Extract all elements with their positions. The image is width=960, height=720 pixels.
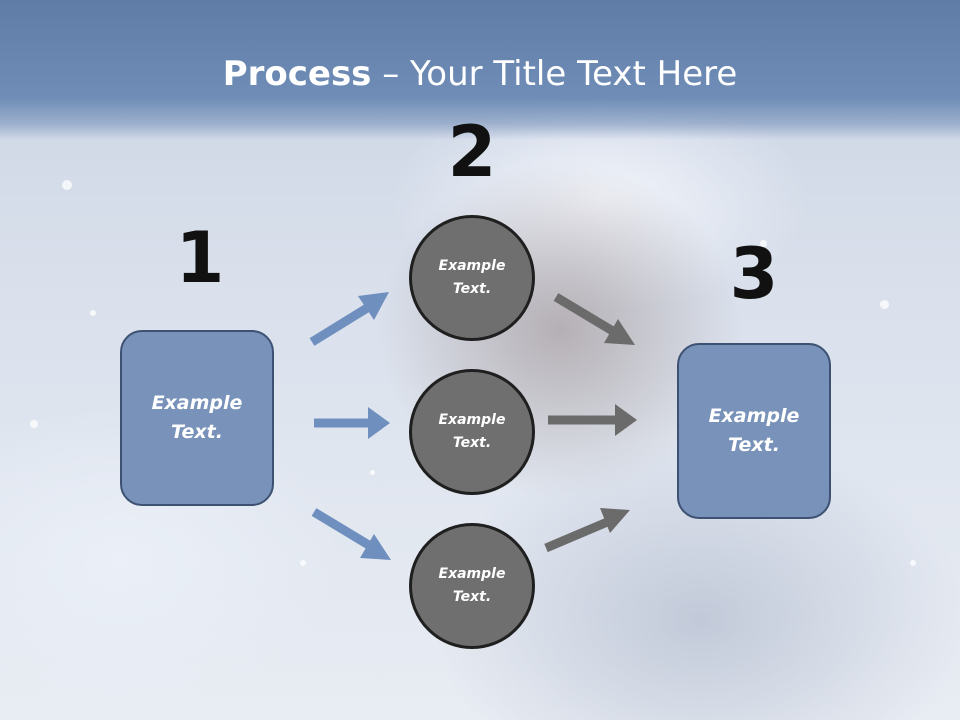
snowflake [90,310,96,316]
blue-arrow-down [311,508,391,560]
slide-title: Process – Your Title Text Here [0,52,960,96]
circle-bottom-line2: Text. [452,589,492,605]
circle-top-line1: Example [438,258,506,274]
process-circle-middle: Example Text. [409,369,535,495]
right-box-line1: Example [708,405,800,427]
circle-middle-line2: Text. [452,435,492,451]
snowflake [910,560,916,566]
title-rest-part: – Your Title Text Here [371,54,738,94]
title-bold-part: Process [222,54,372,94]
snowflake [370,470,375,475]
process-circle-top: Example Text. [409,215,535,341]
blue-arrow-up [309,292,389,346]
process-circle-bottom: Example Text. [409,523,535,649]
left-box-line1: Example [151,392,243,414]
gray-arrow-middle [548,404,637,436]
left-process-box: Example Text. [120,330,274,506]
right-box-line2: Text. [728,434,780,456]
right-process-box: Example Text. [677,343,831,519]
blue-arrow-middle [314,407,390,439]
gray-arrow-up [544,508,630,553]
step-number-2: 2 [447,111,497,193]
snowflake [30,420,38,428]
left-box-line2: Text. [171,421,223,443]
circle-middle-line1: Example [438,412,506,428]
snowflake [300,560,306,566]
snowflake [880,300,889,309]
circle-top-line2: Text. [452,281,492,297]
snowflake [760,240,767,247]
snowflake [62,180,72,190]
step-number-1: 1 [175,217,225,299]
gray-arrow-down [553,293,635,345]
header-band [0,0,960,140]
step-number-3: 3 [729,233,779,315]
circle-bottom-line1: Example [438,566,506,582]
